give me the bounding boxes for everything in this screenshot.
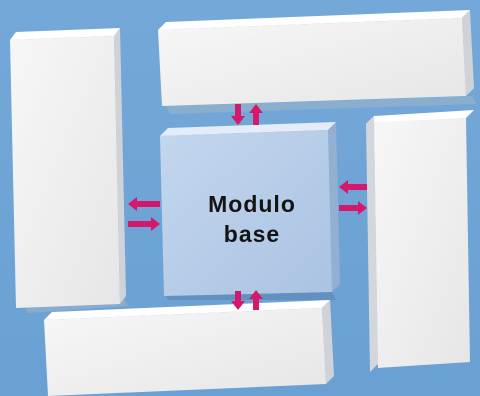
arrows-left xyxy=(128,197,160,231)
arrow-down-icon xyxy=(231,291,245,310)
bottom-block xyxy=(44,300,334,396)
left-block xyxy=(10,28,128,313)
right-block xyxy=(366,110,474,372)
arrow-right-icon xyxy=(128,217,160,231)
arrow-right-icon xyxy=(339,201,367,215)
arrow-left-icon xyxy=(128,197,160,211)
arrow-up-icon xyxy=(249,104,263,125)
arrow-down-icon xyxy=(231,104,245,125)
arrow-up-icon xyxy=(249,290,263,310)
arrows-top xyxy=(231,104,263,125)
arrows-right xyxy=(339,180,367,215)
top-block xyxy=(158,10,476,114)
arrows-bottom xyxy=(231,290,263,310)
arrow-left-icon xyxy=(339,180,367,194)
center-block xyxy=(160,122,340,300)
